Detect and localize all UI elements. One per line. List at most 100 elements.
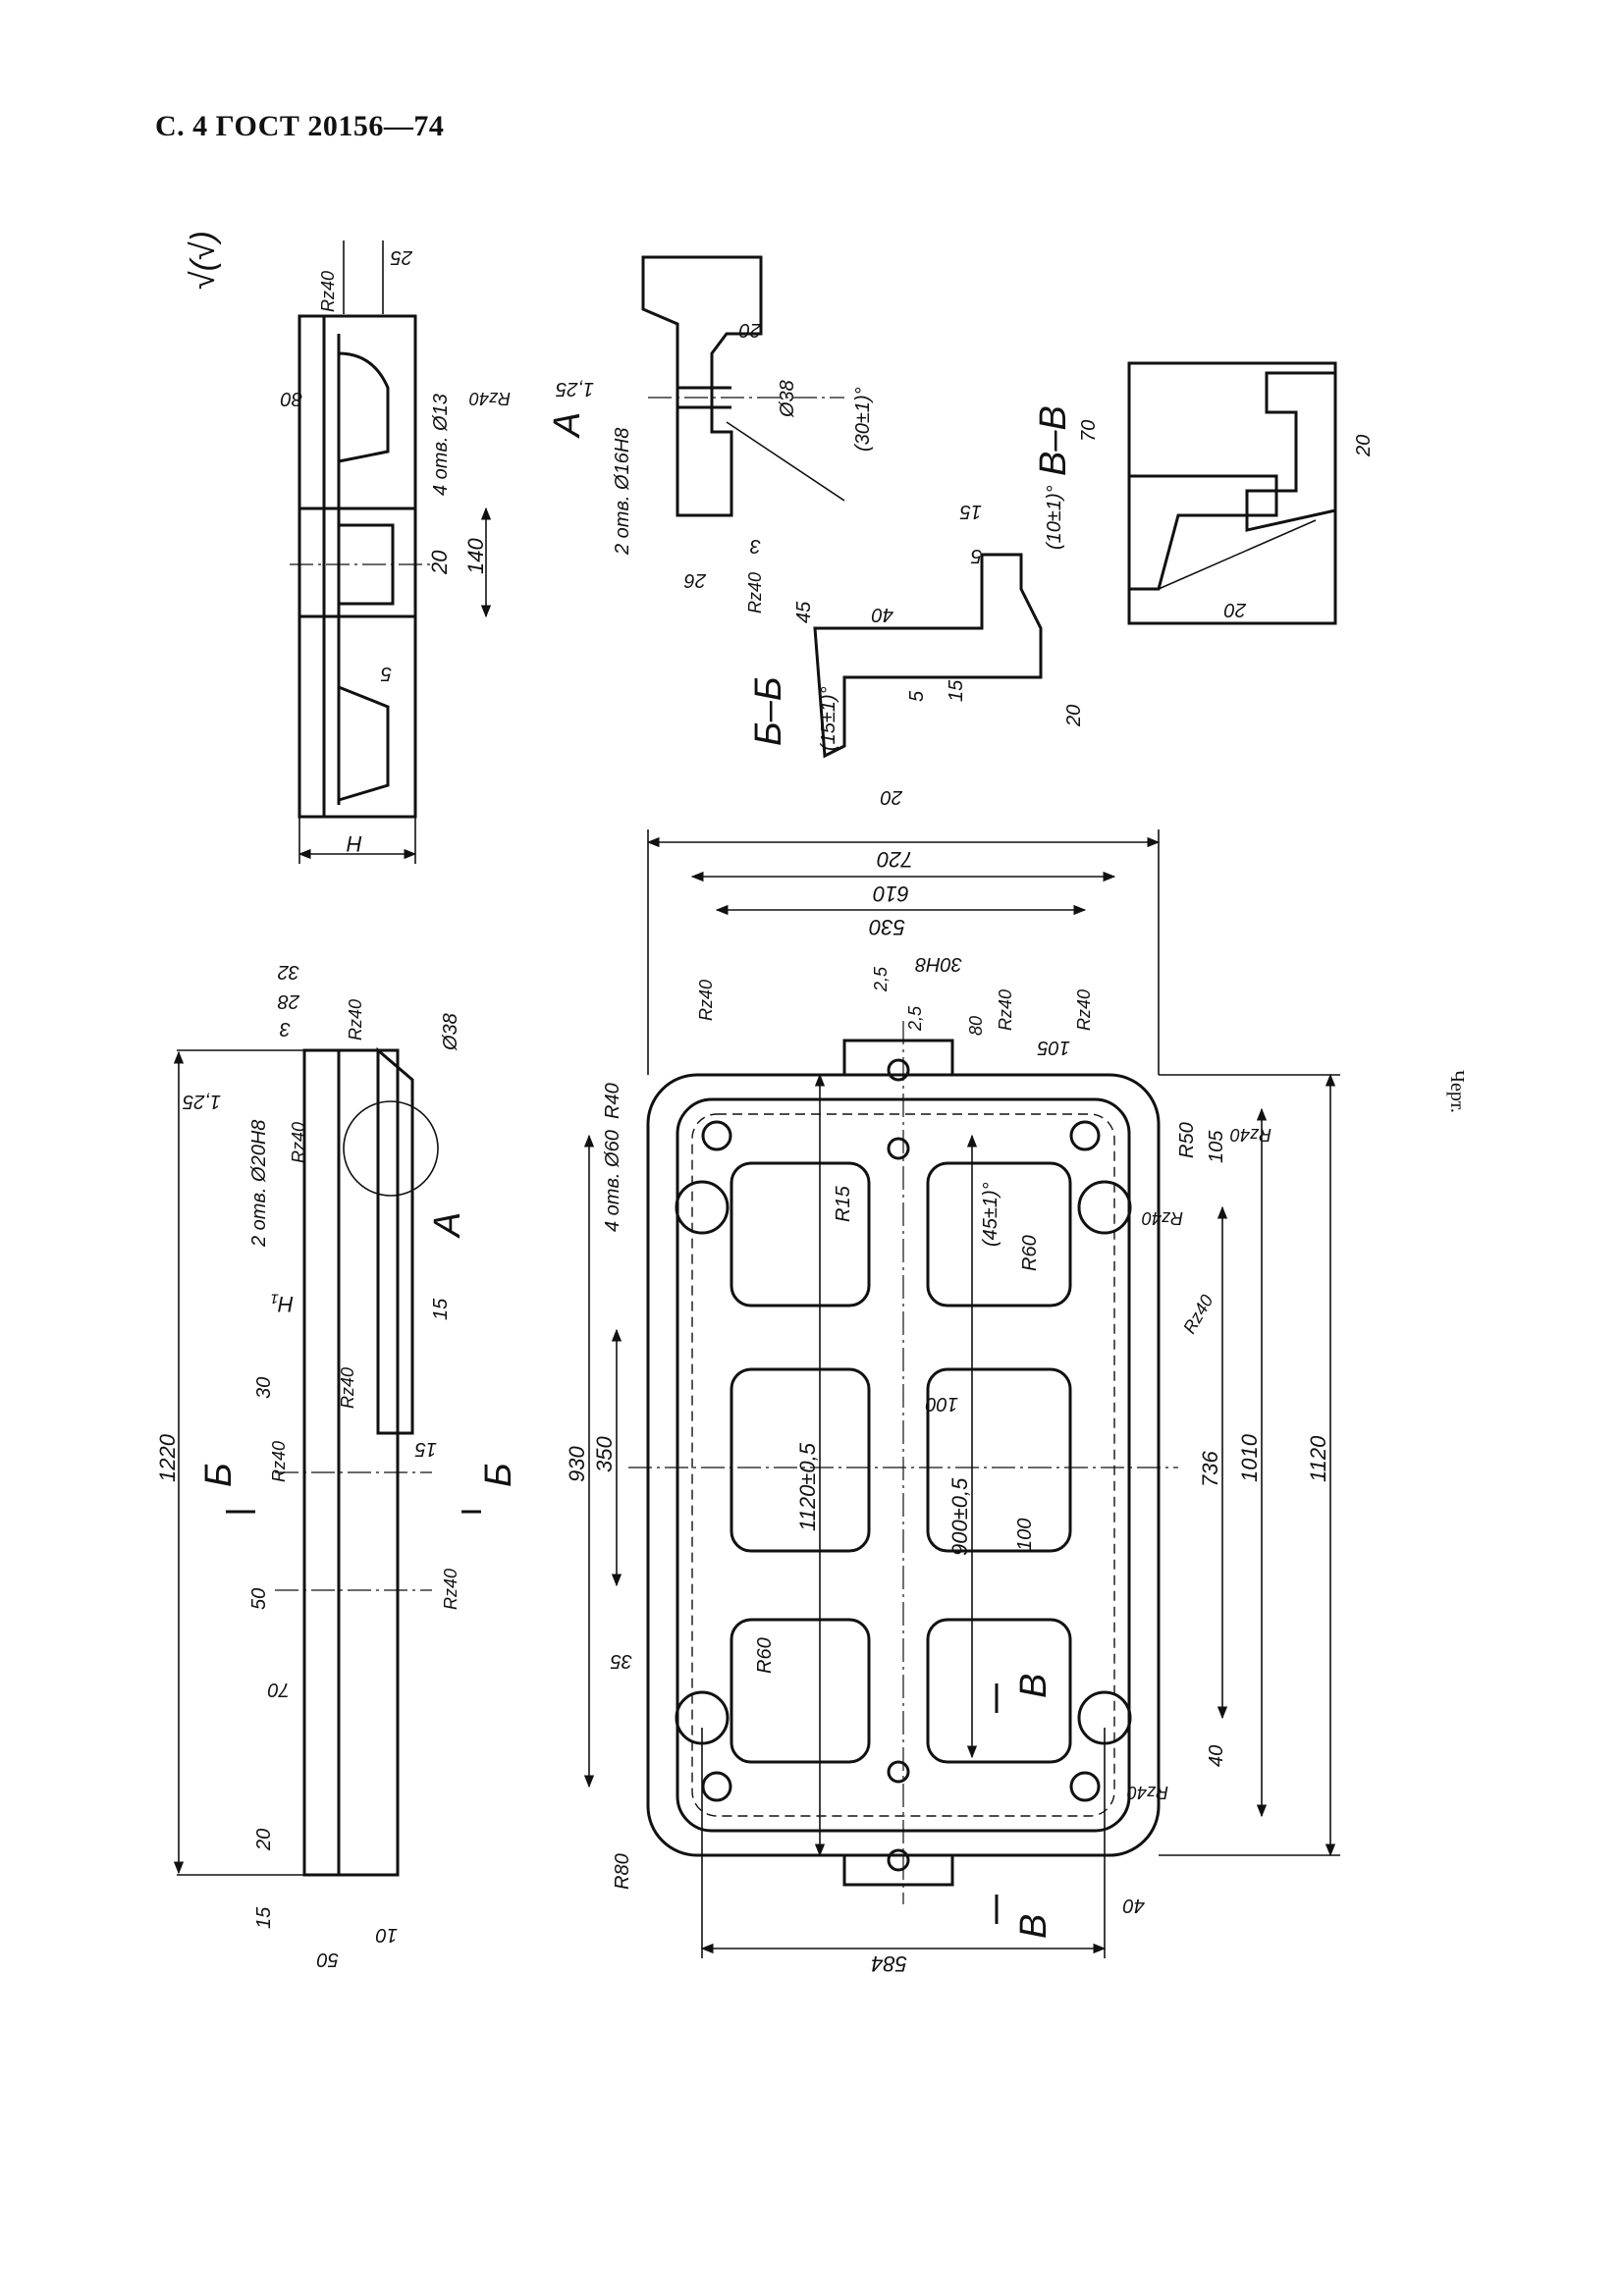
figure-caption: Черт. (1446, 1070, 1468, 1113)
svg-text:80: 80 (966, 1016, 986, 1036)
svg-text:Rz40: Rz40 (996, 989, 1015, 1031)
svg-text:28: 28 (278, 990, 300, 1012)
cut-mark-v-top: В (1013, 1674, 1055, 1698)
svg-text:Rz40: Rz40 (696, 980, 716, 1021)
svg-text:Rz40: Rz40 (1127, 1783, 1168, 1802)
svg-text:25: 25 (390, 246, 413, 268)
svg-text:Rz40: Rz40 (289, 1122, 308, 1163)
dim-584: 584 (871, 1951, 907, 1976)
svg-text:80: 80 (281, 388, 302, 409)
svg-text:5: 5 (906, 690, 928, 702)
plan-view: 720 610 530 30H8 2,5 2,5 80 105 584 40 1… (565, 829, 1340, 1976)
svg-text:H₁: H₁ (271, 1292, 294, 1316)
detail-a-label: А (547, 412, 588, 439)
svg-text:R50: R50 (1176, 1122, 1198, 1158)
svg-text:40: 40 (1123, 1895, 1145, 1916)
svg-text:(30±1)°: (30±1)° (852, 387, 874, 452)
dim-1120: 1120 (1306, 1435, 1330, 1482)
svg-text:1,25: 1,25 (182, 1091, 221, 1112)
svg-text:1,25: 1,25 (555, 378, 594, 400)
svg-text:26: 26 (683, 569, 707, 591)
section-vv-label: В–В (1033, 405, 1074, 476)
section-bb: Б–Б 15 5 (10±1)° 45 40 5 15 20 (15±1)° 2… (745, 485, 1085, 808)
svg-text:15: 15 (414, 1438, 437, 1460)
svg-text:Rz40: Rz40 (1142, 1208, 1183, 1228)
svg-text:40: 40 (872, 604, 893, 625)
dim-1220: 1220 (155, 1433, 180, 1482)
svg-text:R80: R80 (612, 1853, 633, 1890)
svg-text:Rz40: Rz40 (1074, 989, 1094, 1031)
svg-text:R40: R40 (602, 1083, 623, 1119)
svg-text:(10±1)°: (10±1)° (1044, 485, 1065, 550)
svg-text:Rz40: Rz40 (1230, 1125, 1271, 1145)
side-view: 1220 1,25 32 28 3 Ø38 2 отв. Ø20H8 H₁ 30… (155, 961, 519, 1970)
svg-text:Rz40: Rz40 (745, 572, 765, 614)
cut-mark-v-bottom: В (1013, 1914, 1055, 1939)
svg-text:Rz40: Rz40 (346, 999, 365, 1041)
svg-text:Rz40: Rz40 (318, 271, 338, 312)
svg-text:Rz40: Rz40 (338, 1367, 357, 1409)
svg-text:50: 50 (248, 1588, 270, 1610)
svg-text:30H8: 30H8 (915, 953, 962, 975)
svg-text:350: 350 (592, 1436, 617, 1472)
svg-text:15: 15 (946, 679, 967, 702)
svg-text:3: 3 (750, 535, 761, 557)
svg-text:2,5: 2,5 (871, 966, 891, 992)
dim-h: H (347, 831, 362, 856)
svg-text:70: 70 (1078, 420, 1100, 442)
svg-text:Ø38: Ø38 (777, 380, 798, 418)
svg-text:√(√): √(√) (185, 231, 222, 290)
svg-text:140: 140 (463, 538, 488, 574)
svg-text:R60: R60 (1019, 1235, 1041, 1271)
svg-text:А: А (427, 1212, 468, 1239)
svg-text:Ø38: Ø38 (440, 1013, 461, 1051)
svg-text:R60: R60 (754, 1637, 776, 1674)
svg-text:4 отв. Ø60: 4 отв. Ø60 (602, 1130, 623, 1232)
svg-text:40: 40 (1206, 1745, 1227, 1767)
svg-text:610: 610 (873, 881, 909, 906)
svg-text:20: 20 (253, 1829, 275, 1851)
svg-text:105: 105 (1206, 1130, 1227, 1163)
svg-text:(45±1)°: (45±1)° (980, 1182, 1001, 1247)
svg-text:1120±0,5: 1120±0,5 (795, 1442, 820, 1531)
top-view: H 140 20 4 отв. Ø13 80 25 5 Rz40 Rz40 (281, 240, 511, 864)
cut-mark-b-left: Б (198, 1463, 240, 1487)
svg-text:35: 35 (610, 1650, 632, 1672)
detail-a: А 20 Ø38 (30±1)° 1,25 2 отв. Ø16H8 26 3 (547, 255, 874, 591)
svg-text:2 отв. Ø16H8: 2 отв. Ø16H8 (612, 428, 633, 556)
svg-text:530: 530 (869, 915, 905, 939)
section-vv: В–В 70 20 20 (1033, 361, 1375, 625)
svg-text:100: 100 (926, 1393, 958, 1415)
svg-text:30: 30 (253, 1377, 275, 1399)
svg-text:1010: 1010 (1237, 1433, 1262, 1482)
svg-text:20: 20 (1353, 435, 1375, 457)
svg-text:20: 20 (881, 786, 903, 808)
svg-text:5: 5 (380, 663, 392, 684)
svg-text:3: 3 (280, 1018, 291, 1040)
svg-text:736: 736 (1198, 1451, 1222, 1487)
svg-text:R15: R15 (833, 1185, 854, 1222)
svg-text:20: 20 (1224, 599, 1247, 620)
section-bb-label: Б–Б (748, 676, 789, 746)
svg-text:(15±1)°: (15±1)° (818, 686, 839, 751)
svg-text:32: 32 (278, 961, 299, 983)
svg-text:900±0,5: 900±0,5 (947, 1477, 972, 1556)
svg-text:15: 15 (959, 501, 982, 522)
dim-720: 720 (877, 847, 913, 872)
cut-mark-b-right: Б (478, 1463, 519, 1487)
svg-text:2 отв. Ø20H8: 2 отв. Ø20H8 (248, 1120, 270, 1248)
svg-text:50: 50 (317, 1949, 339, 1970)
svg-text:10: 10 (376, 1924, 398, 1946)
svg-text:2,5: 2,5 (905, 1005, 925, 1032)
svg-text:Rz40: Rz40 (1179, 1292, 1217, 1337)
page-header: С. 4 ГОСТ 20156—74 (155, 110, 445, 142)
svg-text:Rz40: Rz40 (269, 1441, 289, 1482)
svg-text:5: 5 (970, 545, 982, 566)
svg-text:15: 15 (430, 1298, 452, 1320)
svg-text:15: 15 (253, 1906, 275, 1929)
svg-text:45: 45 (793, 601, 815, 623)
roughness-symbol-icon: √(√) (185, 231, 222, 290)
svg-text:930: 930 (565, 1446, 589, 1482)
svg-text:Rz40: Rz40 (441, 1569, 460, 1610)
